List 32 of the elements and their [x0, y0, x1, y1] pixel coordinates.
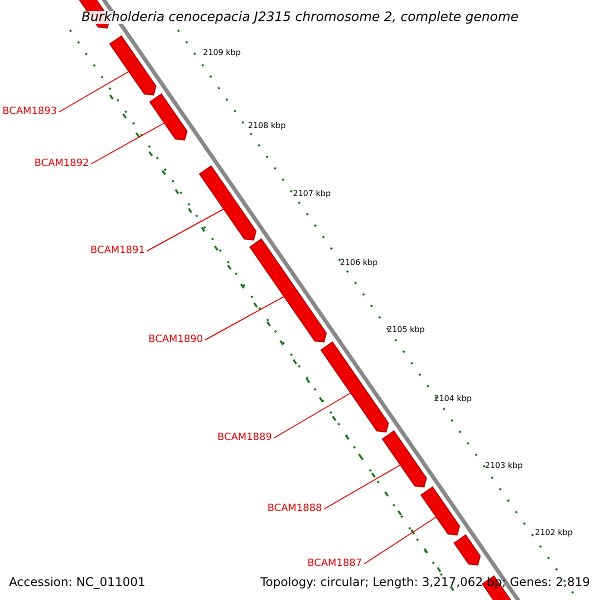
position-tick-label: 2102 kbp — [535, 529, 573, 537]
gene-label: BCAM1892 — [34, 159, 89, 169]
gene-block — [198, 165, 257, 241]
gene-label: BCAM1887 — [307, 559, 362, 569]
position-tick-label: 2109 kbp — [203, 49, 241, 57]
gene-block — [149, 93, 188, 141]
gene-block — [420, 486, 460, 536]
leader-line — [146, 208, 224, 252]
leader-line — [204, 296, 285, 340]
leader-line — [274, 392, 352, 438]
gene-block — [453, 534, 481, 566]
leader-line — [364, 516, 437, 564]
position-tick-label: 2103 kbp — [485, 462, 523, 470]
position-tick-label: 2105 kbp — [387, 326, 425, 334]
gene-label: BCAM1889 — [217, 433, 272, 443]
leader-line — [58, 71, 130, 112]
gene-label: BCAM1891 — [90, 246, 145, 256]
position-tick-label: 2108 kbp — [248, 122, 286, 130]
position-tick-label: 2107 kbp — [293, 190, 331, 198]
position-tick-label: 2106 kbp — [340, 259, 378, 267]
leader-line — [324, 464, 401, 510]
gene-label: BCAM1890 — [148, 335, 203, 345]
gene-block — [109, 35, 156, 96]
leader-line — [90, 122, 165, 164]
gene-label: BCAM1893 — [2, 107, 57, 117]
gene-label: BCAM1888 — [267, 504, 322, 514]
title: Burkholderia cenocepacia J2315 chromosome 2, complete genome — [81, 11, 519, 24]
gene-block — [249, 238, 327, 343]
position-tick-label: 2104 kbp — [434, 395, 472, 403]
gene-block — [320, 341, 389, 433]
gene-block — [382, 430, 427, 488]
accession-text: Accession: NC_011001 — [9, 576, 146, 588]
